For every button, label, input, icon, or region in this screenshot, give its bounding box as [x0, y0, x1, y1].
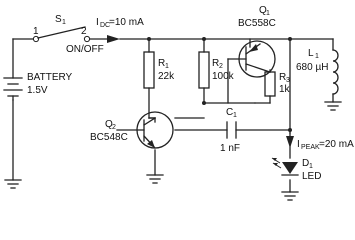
r3-resistor-symbol [264, 71, 276, 97]
switch-pin1-label: 1 [33, 26, 39, 37]
r1-resistor-symbol [143, 51, 155, 89]
q1-designator-sub: 1 [266, 10, 270, 17]
ipeak-sub: PEAK [301, 144, 320, 151]
c1-designator: C [226, 107, 233, 118]
d1-designator-sub: 1 [309, 163, 313, 170]
switch-designator-sub: 1 [62, 19, 66, 26]
circuit-schematic: BATTERY 1.5V S 1 1 2 ON/OFF I DC =10 mA … [3, 5, 354, 201]
battery-symbol [3, 77, 23, 101]
q1-part: BC558C [238, 18, 276, 29]
wires [12, 38, 334, 193]
r2-designator: R [212, 58, 219, 69]
r2-resistor-symbol [198, 51, 210, 89]
idc-sub: DC [100, 22, 110, 29]
r3-designator: R [279, 72, 286, 83]
idc-value: =10 mA [109, 17, 144, 28]
r2-value: 100k [212, 71, 235, 82]
q2-designator: Q [105, 119, 113, 130]
switch-pin2-label: 2 [81, 26, 87, 37]
ground-symbol-q2 [146, 174, 164, 184]
r3-value: 1k [279, 84, 291, 95]
ipeak-value: =20 mA [319, 139, 354, 150]
c1-capacitor-symbol [226, 121, 237, 139]
c1-designator-sub: 1 [233, 112, 237, 119]
r1-value: 22k [158, 71, 175, 82]
q1-designator: Q [259, 5, 267, 16]
q1-transistor-symbol [227, 40, 276, 78]
r1-designator-sub: 1 [165, 63, 169, 70]
ground-symbol-led [281, 191, 299, 201]
q2-part: BC548C [90, 132, 128, 143]
idc-arrow [107, 35, 120, 43]
switch-function-label: ON/OFF [66, 44, 104, 55]
q2-designator-sub: 2 [112, 124, 116, 131]
l1-value: 680 µH [296, 62, 328, 73]
d1-led-symbol [271, 157, 299, 176]
r3-designator-sub: 3 [286, 77, 290, 84]
l1-designator: L [308, 48, 314, 59]
d1-designator: D [302, 158, 309, 169]
l1-inductor-symbol [332, 49, 339, 95]
r1-designator: R [158, 58, 165, 69]
switch-designator: S [55, 14, 62, 25]
junction-dots [147, 37, 292, 132]
r2-designator-sub: 2 [219, 63, 223, 70]
d1-part: LED [302, 171, 321, 182]
ipeak-symbol: I [297, 139, 300, 150]
ipeak-arrow [286, 136, 294, 148]
q2-transistor-symbol [136, 111, 174, 149]
ground-symbol-l1 [324, 101, 342, 111]
switch-symbol [32, 26, 91, 43]
l1-designator-sub: 1 [315, 53, 319, 60]
battery-voltage-label: 1.5V [27, 85, 48, 96]
idc-symbol: I [96, 17, 99, 28]
ground-symbol-battery [4, 179, 22, 189]
c1-value: 1 nF [220, 143, 240, 154]
battery-name-label: BATTERY [27, 72, 73, 83]
